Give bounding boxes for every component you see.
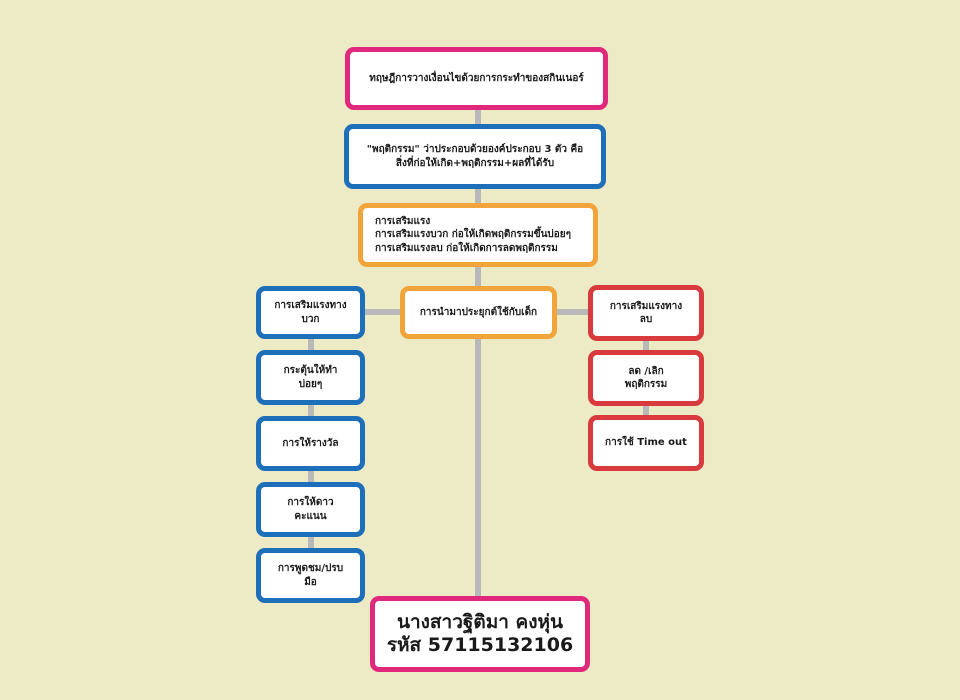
positive-header-text: การเสริมแรงทาง บวก: [274, 300, 347, 325]
author-box: นางสาวฐิติมา คงหุ่น รหัส 57115132106: [370, 596, 590, 672]
author-id: รหัส 57115132106: [386, 634, 574, 656]
negative-header-text: การเสริมแรงทาง ลบ: [609, 300, 683, 326]
positive-item-box: การให้ดาว คะแนน: [256, 482, 365, 537]
positive-item-text: การให้ดาว คะแนน: [287, 497, 334, 522]
positive-item-box: การพูดชม/ปรบ มือ: [256, 548, 365, 603]
behavior-box: "พฤติกรรม" ว่าประกอบด้วยองค์ประกอบ 3 ตัว…: [344, 124, 606, 189]
application-text: การนำมาประยุกต์ใช้กับเด็ก: [419, 306, 538, 318]
reinforcement-text: การเสริมแรง การเสริมแรงบวก ก่อให้เกิดพฤต…: [375, 215, 572, 254]
negative-item-text: การใช้ Time out: [605, 437, 687, 449]
positive-item-text: กระตุ้นให้ทำ บ่อยๆ: [283, 365, 338, 390]
application-box: การนำมาประยุกต์ใช้กับเด็ก: [400, 286, 557, 339]
behavior-text: "พฤติกรรม" ว่าประกอบด้วยองค์ประกอบ 3 ตัว…: [366, 144, 584, 169]
author-name: นางสาวฐิติมา คงหุ่น: [397, 611, 563, 634]
title-box: ทฤษฎีการวางเงื่อนไขด้วยการกระทำของสกินเน…: [345, 47, 608, 110]
negative-item-box: ลด /เลิก พฤติกรรม: [588, 350, 704, 406]
positive-item-text: การพูดชม/ปรบ มือ: [277, 563, 344, 588]
connector-left-horizontal: [360, 309, 410, 315]
connector-main-vertical: [475, 100, 481, 600]
title-text: ทฤษฎีการวางเงื่อนไขด้วยการกระทำของสกินเน…: [369, 72, 584, 84]
negative-item-box: การใช้ Time out: [588, 415, 704, 471]
reinforcement-box: การเสริมแรง การเสริมแรงบวก ก่อให้เกิดพฤต…: [358, 203, 598, 267]
positive-item-box: การให้รางวัล: [256, 416, 365, 471]
positive-item-box: กระตุ้นให้ทำ บ่อยๆ: [256, 350, 365, 405]
positive-header-box: การเสริมแรงทาง บวก: [256, 286, 365, 339]
connector-right-horizontal: [550, 309, 595, 315]
negative-header-box: การเสริมแรงทาง ลบ: [588, 285, 704, 341]
negative-item-text: ลด /เลิก พฤติกรรม: [624, 365, 668, 391]
positive-item-text: การให้รางวัล: [282, 437, 339, 449]
